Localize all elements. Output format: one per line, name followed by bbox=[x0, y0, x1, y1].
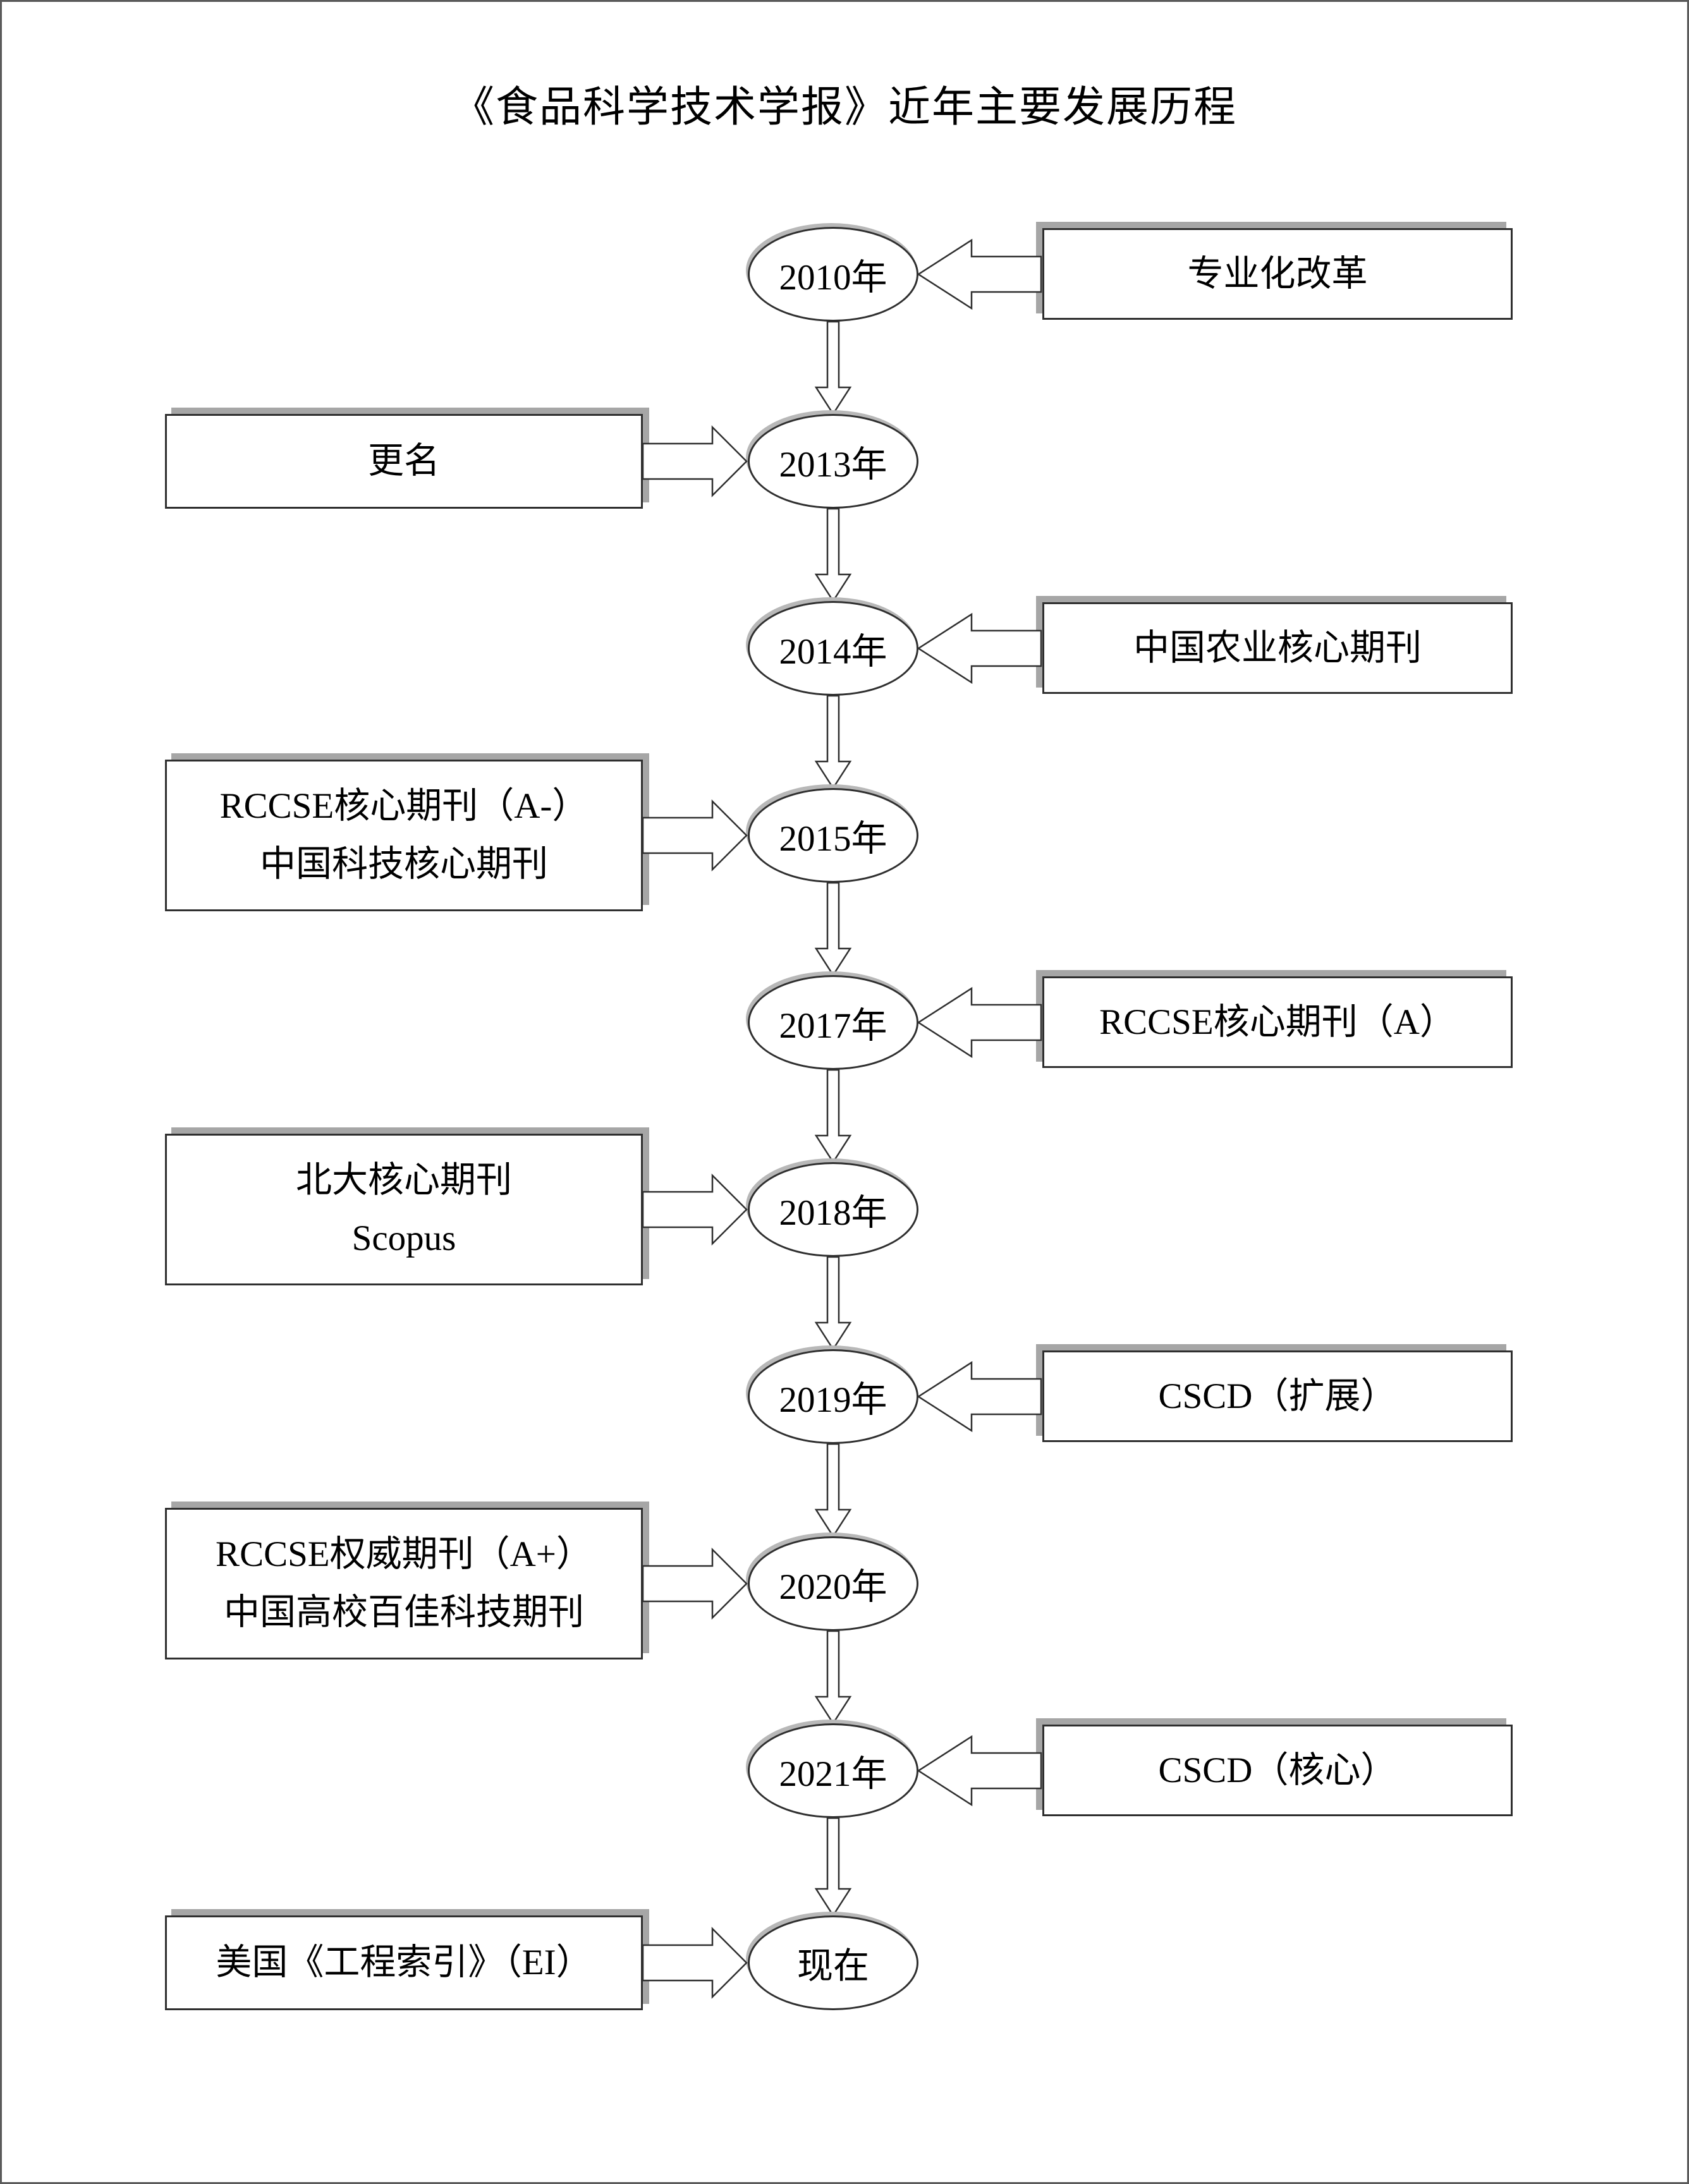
down-arrow-2018-2019 bbox=[814, 1256, 852, 1350]
down-arrow-2019-2020 bbox=[814, 1443, 852, 1538]
timeline-node-2018: 2018年 bbox=[748, 1162, 918, 1257]
down-arrow-2021-now bbox=[814, 1817, 852, 1917]
timeline-year-label: 2014年 bbox=[779, 632, 887, 672]
page-title: 《食品科学技术学报》近年主要发展历程 bbox=[452, 84, 1237, 131]
milestone-label: 更名 bbox=[368, 441, 440, 481]
timeline-year-label: 2010年 bbox=[779, 258, 887, 298]
right-block-arrow-2018 bbox=[642, 1174, 748, 1246]
milestone-box-2010: 专业化改革 bbox=[1042, 228, 1513, 320]
timeline-node-2015: 2015年 bbox=[748, 788, 918, 883]
timeline-year-label: 2015年 bbox=[779, 819, 887, 859]
milestone-label-line2: Scopus bbox=[351, 1218, 456, 1258]
down-arrow-2013-2014 bbox=[814, 507, 852, 602]
milestone-box-2020: RCCSE权威期刊（A+） 中国高校百佳科技期刊 bbox=[165, 1508, 643, 1659]
timeline-year-label: 2013年 bbox=[779, 445, 887, 485]
timeline-node-2010: 2010年 bbox=[748, 227, 918, 322]
timeline-year-label: 2021年 bbox=[779, 1754, 887, 1794]
milestone-box-2017: RCCSE核心期刊（A） bbox=[1042, 976, 1513, 1068]
right-block-arrow-now bbox=[642, 1927, 748, 1999]
milestone-label: CSCD（核心） bbox=[1158, 1750, 1397, 1790]
right-block-arrow-2015 bbox=[642, 799, 748, 871]
down-arrow-2010-2013 bbox=[814, 320, 852, 415]
left-block-arrow-2019 bbox=[917, 1361, 1042, 1433]
down-arrow-2017-2018 bbox=[814, 1069, 852, 1163]
milestone-label: 中国农业核心期刊 bbox=[1133, 628, 1422, 668]
timeline-node-2021: 2021年 bbox=[748, 1723, 918, 1818]
milestone-box-now: 美国《工程索引》（EI） bbox=[165, 1915, 643, 2010]
milestone-label-line2: 中国高校百佳科技期刊 bbox=[224, 1592, 584, 1632]
milestone-box-2019: CSCD（扩展） bbox=[1042, 1350, 1513, 1442]
timeline-year-label: 2017年 bbox=[779, 1006, 887, 1046]
milestone-label: 专业化改革 bbox=[1187, 253, 1368, 294]
timeline-node-2014: 2014年 bbox=[748, 601, 918, 696]
milestone-box-2018: 北大核心期刊 Scopus bbox=[165, 1134, 643, 1285]
timeline-year-label: 2019年 bbox=[779, 1380, 887, 1420]
milestone-box-2013: 更名 bbox=[165, 414, 643, 509]
timeline-node-2020: 2020年 bbox=[748, 1536, 918, 1631]
left-block-arrow-2010 bbox=[917, 238, 1042, 310]
down-arrow-2014-2015 bbox=[814, 695, 852, 789]
milestone-label: CSCD（扩展） bbox=[1158, 1376, 1397, 1416]
milestone-box-2021: CSCD（核心） bbox=[1042, 1725, 1513, 1816]
milestone-label-line2: 中国科技核心期刊 bbox=[260, 844, 548, 884]
left-block-arrow-2014 bbox=[917, 612, 1042, 684]
timeline-node-2019: 2019年 bbox=[748, 1349, 918, 1444]
timeline-year-label: 现在 bbox=[797, 1946, 869, 1986]
down-arrow-2020-2021 bbox=[814, 1630, 852, 1725]
timeline-node-now: 现在 bbox=[748, 1915, 918, 2010]
timeline-node-2013: 2013年 bbox=[748, 414, 918, 509]
milestone-label: 美国《工程索引》（EI） bbox=[216, 1943, 592, 1982]
timeline-node-2017: 2017年 bbox=[748, 975, 918, 1070]
milestone-label: 北大核心期刊 bbox=[296, 1160, 512, 1200]
milestone-label: RCCSE核心期刊（A） bbox=[1099, 1002, 1456, 1042]
milestone-label: RCCSE核心期刊（A-） bbox=[219, 786, 588, 826]
right-block-arrow-2020 bbox=[642, 1548, 748, 1620]
timeline-year-label: 2020年 bbox=[779, 1567, 887, 1607]
timeline-year-label: 2018年 bbox=[779, 1193, 887, 1233]
down-arrow-2015-2017 bbox=[814, 882, 852, 976]
milestone-label: RCCSE权威期刊（A+） bbox=[216, 1534, 592, 1574]
milestone-box-2015: RCCSE核心期刊（A-） 中国科技核心期刊 bbox=[165, 760, 643, 911]
left-block-arrow-2021 bbox=[917, 1735, 1042, 1807]
right-block-arrow-2013 bbox=[642, 425, 748, 497]
left-block-arrow-2017 bbox=[917, 986, 1042, 1059]
milestone-box-2014: 中国农业核心期刊 bbox=[1042, 602, 1513, 694]
